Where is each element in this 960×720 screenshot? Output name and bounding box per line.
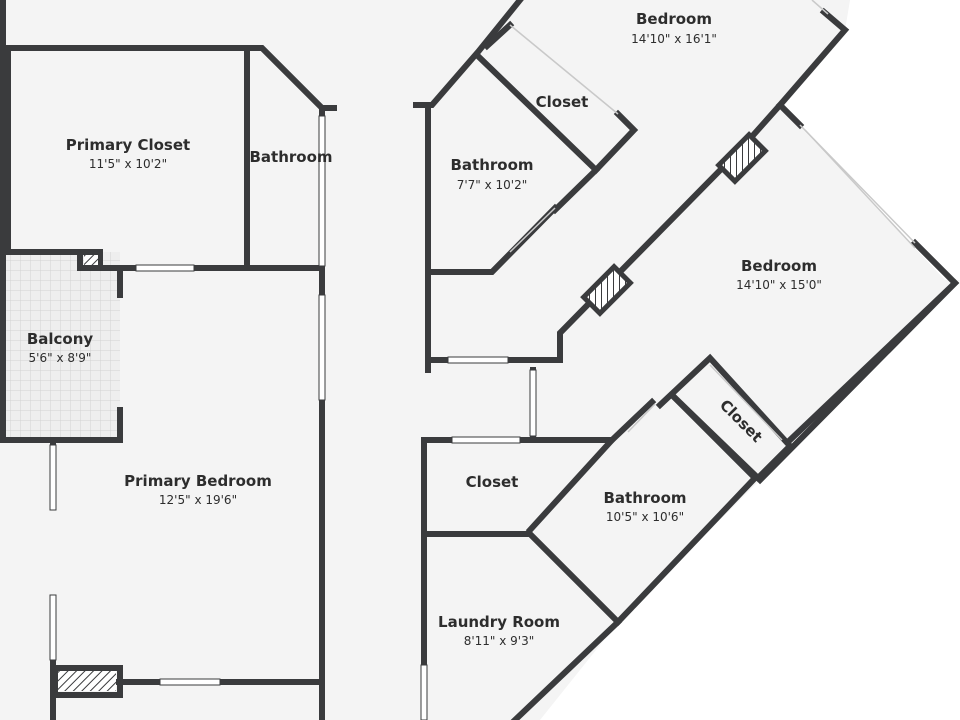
room-name-bathroom-small: Bathroom	[249, 148, 332, 166]
window	[49, 594, 57, 661]
windows	[49, 0, 916, 720]
wall-closet-upper	[475, 53, 639, 175]
room-labels: Bedroom 14'10" x 16'1" Primary Closet 11…	[27, 10, 822, 648]
room-dims-bathroom-lower: 10'5" x 10'6"	[606, 510, 684, 524]
room-dims-bedroom-right: 14'10" x 15'0"	[736, 278, 822, 292]
window	[804, 129, 916, 249]
room-dims-balcony: 5'6" x 8'9"	[29, 351, 92, 365]
exterior-area	[540, 280, 960, 720]
wall-bedroom-right-top	[775, 100, 805, 130]
room-dims-laundry-room: 8'11" x 9'3"	[464, 634, 535, 648]
window	[529, 369, 537, 437]
room-name-closet-upper: Closet	[536, 93, 589, 111]
window	[451, 436, 521, 444]
window	[509, 24, 619, 115]
window	[509, 207, 556, 253]
wall-bath-mid-top	[413, 0, 524, 108]
room-name-primary-bedroom: Primary Bedroom	[124, 472, 272, 490]
window	[318, 115, 326, 267]
wall-closet-lower-bottom	[425, 531, 623, 627]
wall-bath-mid-right	[550, 165, 601, 215]
window	[135, 264, 195, 272]
fireplace-icon	[58, 671, 116, 691]
fixtures	[58, 131, 769, 691]
room-name-laundry-room: Laundry Room	[438, 613, 560, 631]
wall-bath-lower-top	[607, 397, 657, 445]
room-dims-bedroom-top: 14'10" x 16'1"	[631, 32, 717, 46]
room-name-bedroom-right: Bedroom	[741, 257, 817, 275]
window	[318, 294, 326, 401]
room-dims-primary-bedroom: 12'5" x 19'6"	[159, 493, 237, 507]
wall-bath-lower-outer	[510, 390, 760, 720]
fixture-icon	[84, 255, 98, 265]
balcony-tiles	[3, 252, 120, 439]
room-name-bathroom-mid: Bathroom	[450, 156, 533, 174]
wall-fireplace-box	[52, 665, 123, 698]
room-name-primary-closet: Primary Closet	[66, 136, 190, 154]
window	[811, 0, 829, 15]
room-name-closet-lower: Closet	[466, 473, 519, 491]
window	[159, 678, 221, 686]
room-dims-primary-closet: 11'5" x 10'2"	[89, 157, 167, 171]
room-dims-bathroom-mid: 7'7" x 10'2"	[457, 178, 528, 192]
room-name-bedroom-top: Bedroom	[636, 10, 712, 28]
fireplace-icon	[715, 131, 769, 185]
window	[627, 403, 656, 433]
window	[420, 664, 428, 720]
room-name-bathroom-lower: Bathroom	[603, 489, 686, 507]
exterior-area-upper	[780, 0, 960, 280]
window	[49, 444, 57, 511]
fireplace-icon	[580, 263, 634, 317]
room-name-balcony: Balcony	[27, 330, 94, 348]
wall-closet-upper-top	[482, 20, 515, 51]
wall-left-outer	[0, 0, 123, 443]
window	[709, 364, 783, 441]
wall-primary-closet-left	[5, 45, 103, 271]
window	[447, 356, 509, 364]
